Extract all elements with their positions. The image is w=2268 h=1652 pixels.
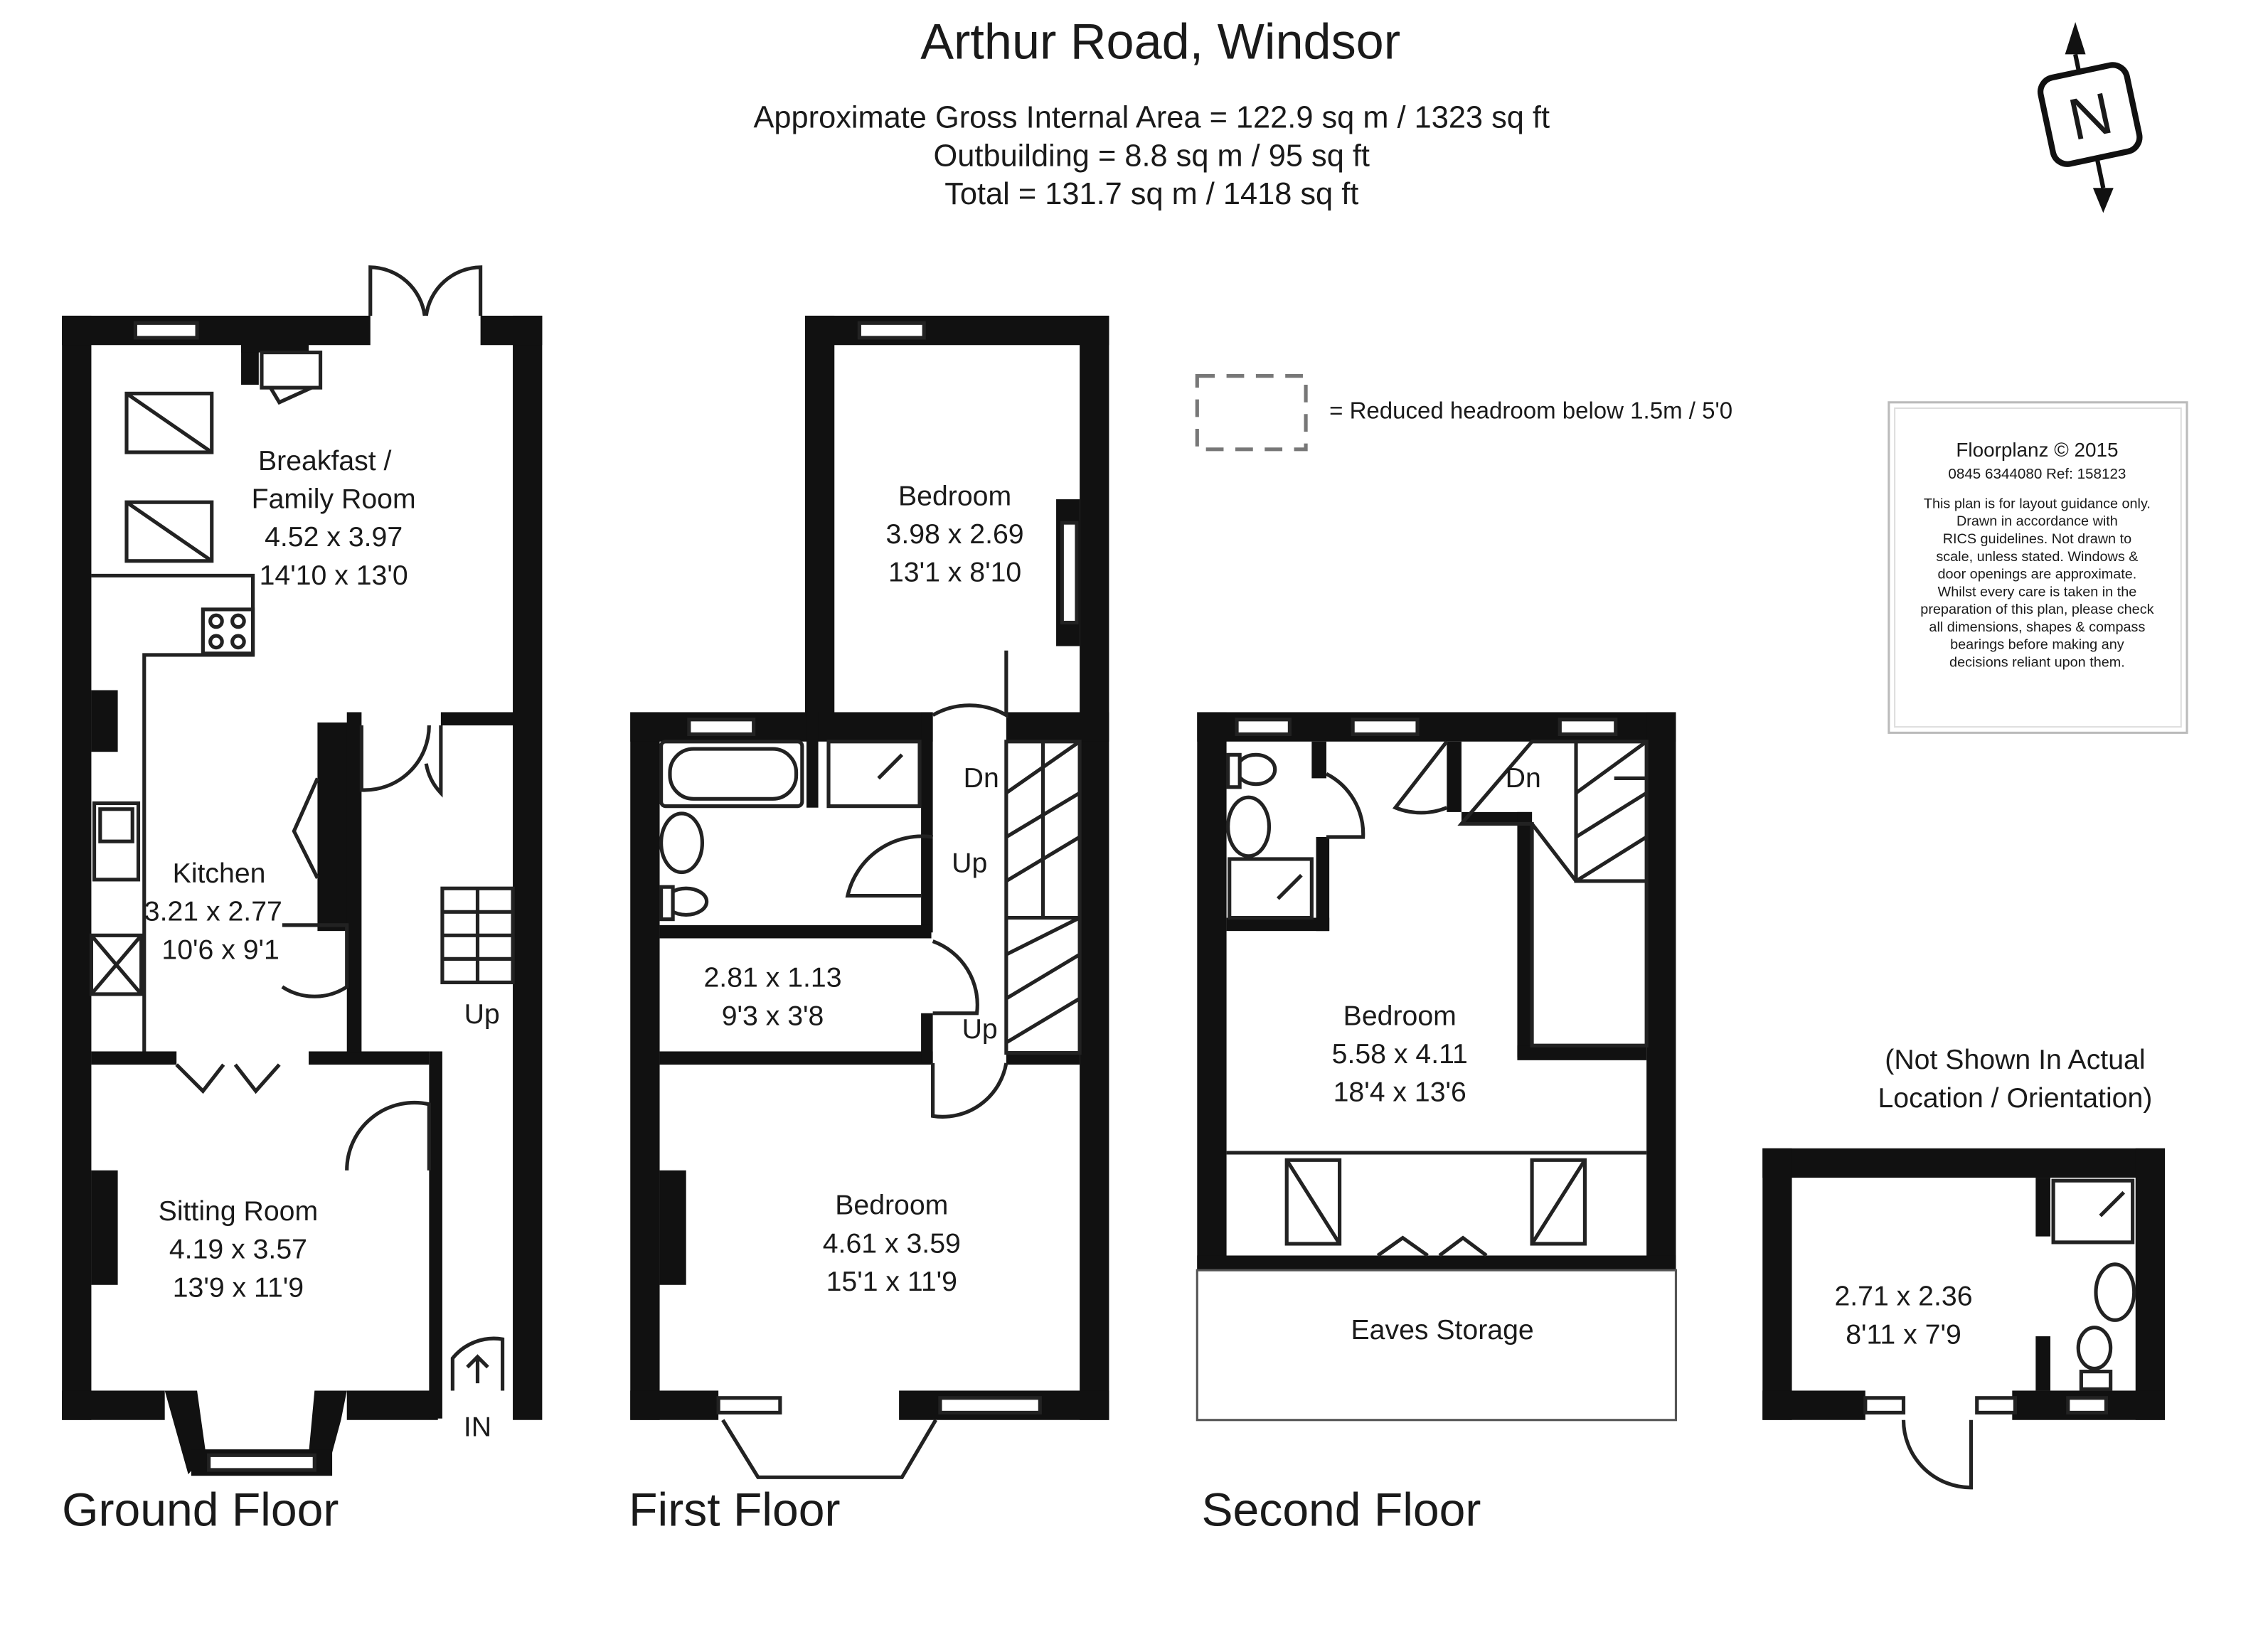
svg-text:10'6 x 9'1: 10'6 x 9'1 bbox=[161, 934, 279, 965]
outbuilding-plan bbox=[1762, 1148, 2166, 1490]
svg-text:8'11 x 7'9: 8'11 x 7'9 bbox=[1846, 1318, 1961, 1350]
room-kitchen: Kitchen 3.21 x 2.77 10'6 x 9'1 bbox=[144, 858, 282, 965]
svg-text:Bedroom: Bedroom bbox=[835, 1190, 948, 1221]
second-floor-plan bbox=[1196, 712, 1677, 1422]
stairs-dn-label: Dn bbox=[1506, 762, 1541, 794]
disclaimer-line: bearings before making any bbox=[1950, 637, 2124, 653]
svg-text:Bedroom: Bedroom bbox=[898, 480, 1011, 511]
floor-label-second: Second Floor bbox=[1201, 1483, 1481, 1536]
first-floor-plan bbox=[630, 315, 1109, 1479]
page-title: Arthur Road, Windsor bbox=[920, 14, 1400, 70]
room-second-bedroom: Bedroom 5.58 x 4.11 18'4 x 13'6 bbox=[1332, 1000, 1468, 1107]
floor-label-ground: Ground Floor bbox=[62, 1483, 339, 1536]
disclaimer-line: Whilst every care is taken in the bbox=[1938, 584, 2137, 599]
room-sitting-room: Sitting Room 4.19 x 3.57 13'9 x 11'9 bbox=[159, 1195, 319, 1303]
disclaimer-line: decisions reliant upon them. bbox=[1949, 654, 2125, 670]
svg-text:2.71 x 2.36: 2.71 x 2.36 bbox=[1834, 1281, 1972, 1312]
disclaimer-line: scale, unless stated. Windows & bbox=[1936, 549, 2138, 565]
stairs-up-label: Up bbox=[464, 998, 500, 1030]
disclaimer-line: RICS guidelines. Not drawn to bbox=[1943, 531, 2131, 547]
svg-text:Family Room: Family Room bbox=[252, 483, 416, 514]
room-first-bedroom-rear: Bedroom 3.98 x 2.69 13'1 x 8'10 bbox=[886, 480, 1024, 587]
disclaimer-brand: Floorplanz © 2015 bbox=[1956, 439, 2118, 461]
svg-text:3.21 x 2.77: 3.21 x 2.77 bbox=[144, 896, 282, 927]
disclaimer-line: preparation of this plan, please check bbox=[1920, 602, 2153, 617]
disclaimer-box: Floorplanz © 2015 0845 6344080 Ref: 1581… bbox=[1888, 401, 2188, 734]
svg-text:3.98 x 2.69: 3.98 x 2.69 bbox=[886, 518, 1024, 550]
svg-text:4.61 x 3.59: 4.61 x 3.59 bbox=[823, 1227, 961, 1259]
area-line-total: Total = 131.7 sq m / 1418 sq ft bbox=[944, 177, 1358, 211]
stairs-dn-label: Dn bbox=[964, 762, 999, 794]
svg-text:13'1 x 8'10: 13'1 x 8'10 bbox=[888, 557, 1021, 588]
disclaimer-line: all dimensions, shapes & compass bbox=[1929, 619, 2145, 635]
stairs-up-label: Up bbox=[962, 1013, 998, 1045]
room-outbuilding: 2.71 x 2.36 8'11 x 7'9 bbox=[1834, 1281, 1972, 1350]
room-breakfast-family: Breakfast / Family Room 4.52 x 3.97 14'1… bbox=[252, 445, 416, 591]
area-line-internal: Approximate Gross Internal Area = 122.9 … bbox=[754, 101, 1550, 135]
svg-text:13'9 x 11'9: 13'9 x 11'9 bbox=[173, 1272, 304, 1303]
reduced-headroom-legend-swatch bbox=[1195, 374, 1308, 452]
disclaimer-contact: 0845 6344080 Ref: 158123 bbox=[1948, 466, 2126, 482]
svg-text:2.81 x 1.13: 2.81 x 1.13 bbox=[703, 962, 841, 993]
svg-text:5.58 x 4.11: 5.58 x 4.11 bbox=[1332, 1038, 1468, 1070]
stairs-up-label: Up bbox=[952, 848, 987, 879]
svg-text:15'1 x 11'9: 15'1 x 11'9 bbox=[826, 1266, 957, 1297]
disclaimer-line: This plan is for layout guidance only. bbox=[1924, 496, 2151, 511]
outbuilding-note: (Not Shown In Actual bbox=[1885, 1044, 2145, 1075]
outbuilding-note: Location / Orientation) bbox=[1878, 1082, 2152, 1114]
ground-floor-plan bbox=[62, 265, 543, 1476]
north-compass-icon: N bbox=[2037, 21, 2143, 213]
disclaimer-line: Drawn in accordance with bbox=[1956, 513, 2118, 529]
floor-label-first: First Floor bbox=[629, 1483, 840, 1536]
svg-text:Bedroom: Bedroom bbox=[1343, 1000, 1457, 1031]
room-eaves-storage: Eaves Storage bbox=[1351, 1314, 1533, 1345]
entrance-label: IN bbox=[464, 1411, 491, 1442]
svg-text:Breakfast /: Breakfast / bbox=[258, 445, 392, 476]
disclaimer-line: door openings are approximate. bbox=[1938, 567, 2137, 582]
svg-text:14'10 x 13'0: 14'10 x 13'0 bbox=[260, 560, 408, 591]
svg-text:Sitting Room: Sitting Room bbox=[159, 1195, 319, 1227]
room-first-bedroom-front: Bedroom 4.61 x 3.59 15'1 x 11'9 bbox=[823, 1190, 961, 1297]
room-first-box-room: 2.81 x 1.13 9'3 x 3'8 bbox=[703, 962, 841, 1032]
svg-text:9'3 x 3'8: 9'3 x 3'8 bbox=[722, 1000, 824, 1031]
area-line-outbuilding: Outbuilding = 8.8 sq m / 95 sq ft bbox=[934, 139, 1370, 173]
svg-text:4.19 x 3.57: 4.19 x 3.57 bbox=[169, 1234, 307, 1265]
svg-text:4.52 x 3.97: 4.52 x 3.97 bbox=[265, 521, 403, 553]
svg-text:18'4 x 13'6: 18'4 x 13'6 bbox=[1333, 1077, 1466, 1108]
svg-text:Kitchen: Kitchen bbox=[173, 858, 266, 889]
reduced-headroom-legend: = Reduced headroom below 1.5m / 5'0 bbox=[1329, 397, 1732, 423]
